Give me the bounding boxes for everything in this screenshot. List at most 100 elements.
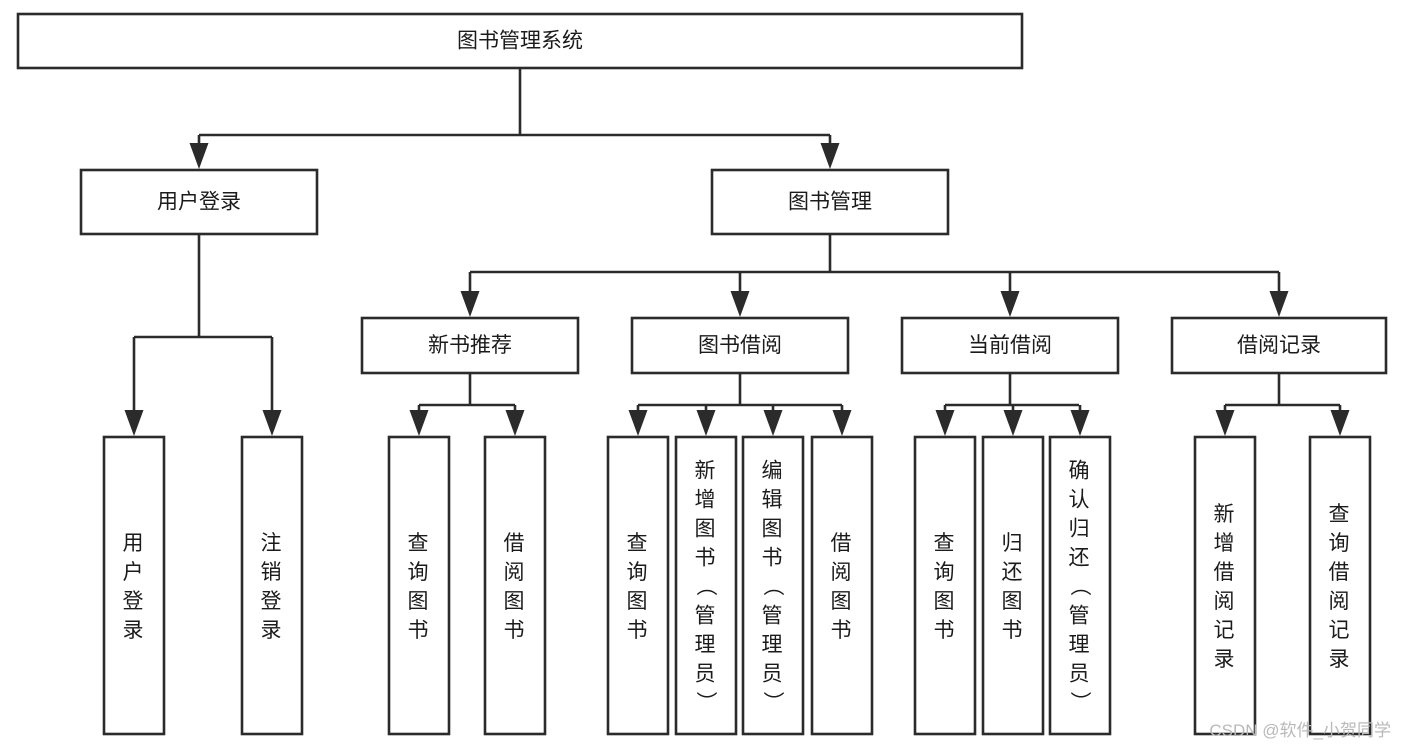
- node-label-char: 书: [934, 619, 957, 642]
- node-label-char: 询: [1329, 532, 1352, 555]
- connectors-layer: [124, 68, 1350, 436]
- node-label-char: 理: [695, 634, 718, 657]
- arrow-head-leaf-return-book: [1003, 410, 1023, 436]
- arrow-head-leaf-edit-book: [763, 410, 783, 436]
- node-box: [981, 435, 1045, 736]
- node-book-borrow[interactable]: 图书借阅: [630, 316, 850, 375]
- node-box: [741, 435, 805, 736]
- node-label-char: 阅: [831, 561, 854, 584]
- node-box: [1170, 316, 1388, 375]
- node-label-char: 理: [1069, 634, 1092, 657]
- node-label-char: 借: [1329, 561, 1352, 584]
- node-label-char: 阅: [504, 561, 527, 584]
- node-label-char: 阅: [1214, 590, 1237, 613]
- node-label-char: 图: [1002, 590, 1025, 613]
- node-label-char: 图: [831, 590, 854, 613]
- arrow-head-leaf-add-book: [696, 410, 716, 436]
- node-label-char: 还: [1069, 547, 1092, 570]
- node-user-login[interactable]: 用户登录: [79, 168, 319, 236]
- node-label-char: 查: [408, 532, 431, 555]
- nodes-layer: 图书管理系统用户登录图书管理新书推荐图书借阅当前借阅借阅记录用户登录注销登录查询…: [16, 12, 1388, 736]
- node-label-char: 辑: [762, 489, 785, 512]
- node-label-char: 用: [123, 532, 146, 555]
- node-label-char: 书: [831, 619, 854, 642]
- arrow-head-leaf-query-book-3: [935, 410, 955, 436]
- watermark-label: CSDN @软件_小贺同学: [1209, 721, 1391, 740]
- node-label-char: 理: [762, 634, 785, 657]
- node-label-char: 录: [1329, 648, 1352, 671]
- node-label-char: 书: [1002, 619, 1025, 642]
- node-box: [483, 435, 547, 736]
- node-label-char: 查: [934, 532, 957, 555]
- node-label-char: 录: [123, 619, 146, 642]
- node-label-char: 书: [504, 619, 527, 642]
- node-label: 当前借阅: [968, 334, 1052, 357]
- node-label-char: 增: [695, 489, 718, 512]
- node-box: [710, 168, 950, 236]
- node-label-char: 图: [695, 518, 718, 541]
- arrow-head-leaf-borrow-book-1: [505, 410, 525, 436]
- node-label: 用户登录: [157, 191, 241, 214]
- node-current-borrow[interactable]: 当前借阅: [900, 316, 1120, 375]
- node-label-char: 记: [1214, 619, 1237, 642]
- node-book-manage[interactable]: 图书管理: [710, 168, 950, 236]
- node-label-char: ）: [694, 691, 717, 714]
- node-root[interactable]: 图书管理系统: [16, 12, 1024, 70]
- arrow-head-current-borrow: [1000, 291, 1020, 317]
- arrow-head-book-borrow: [730, 291, 750, 317]
- node-label-char: 借: [1214, 561, 1237, 584]
- node-box: [102, 435, 166, 736]
- node-box: [240, 435, 304, 736]
- node-borrow-record[interactable]: 借阅记录: [1170, 316, 1388, 375]
- node-label-char: 增: [1214, 532, 1237, 555]
- arrow-head-borrow-record: [1269, 291, 1289, 317]
- node-leaf-user-login[interactable]: 用户登录: [102, 435, 166, 736]
- node-label-char: 书: [627, 619, 650, 642]
- arrow-head-leaf-query-book-1: [409, 410, 429, 436]
- node-box: [1308, 435, 1372, 736]
- node-label-char: 图: [762, 518, 785, 541]
- node-label-char: 询: [934, 561, 957, 584]
- node-label-char: 登: [261, 590, 284, 613]
- node-label-char: 员: [695, 663, 718, 686]
- node-label-char: 记: [1329, 619, 1352, 642]
- node-box: [1193, 435, 1257, 736]
- node-label-char: （: [694, 575, 717, 598]
- node-label-char: （: [761, 575, 784, 598]
- node-box: [630, 316, 850, 375]
- node-label-char: 编: [762, 460, 785, 483]
- node-label-char: 注: [261, 532, 284, 555]
- node-label-char: 确: [1069, 460, 1092, 483]
- node-box: [1048, 435, 1112, 736]
- node-label-char: 管: [695, 605, 718, 628]
- node-label: 新书推荐: [428, 334, 512, 357]
- node-box: [387, 435, 451, 736]
- node-label-char: 销: [261, 561, 284, 584]
- node-label-char: 阅: [1329, 590, 1352, 613]
- node-new-book-rec[interactable]: 新书推荐: [360, 316, 580, 375]
- node-label-char: 图: [408, 590, 431, 613]
- node-label-char: 新: [1214, 503, 1237, 526]
- node-label: 图书借阅: [698, 334, 782, 357]
- node-label-char: 查: [1329, 503, 1352, 526]
- node-label-char: 户: [123, 561, 146, 584]
- node-box: [913, 435, 977, 736]
- node-label: 借阅记录: [1237, 334, 1321, 357]
- arrow-head-leaf-user-login: [124, 410, 144, 436]
- node-label-char: 员: [762, 663, 785, 686]
- node-label-char: 录: [1214, 648, 1237, 671]
- node-label-char: 借: [504, 532, 527, 555]
